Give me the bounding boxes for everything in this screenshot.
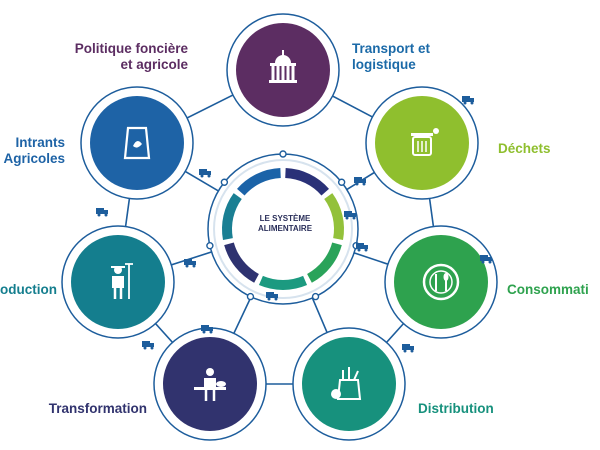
- label-transport: Transport et logistique: [352, 41, 430, 73]
- link-dot: [220, 178, 229, 186]
- center-ring-segment: [222, 193, 242, 240]
- truck-icon: [96, 208, 108, 217]
- node-consommation: [384, 225, 498, 339]
- center-ring-segment: [324, 193, 344, 240]
- center-core: [235, 181, 331, 277]
- label-production-line1: oduction: [0, 282, 57, 297]
- waste-bin-icon: [411, 128, 439, 156]
- link-dot: [279, 150, 287, 158]
- label-distribution: Distribution: [418, 401, 494, 417]
- truck-icon: [344, 211, 356, 220]
- label-consommation-line1: Consommati: [507, 282, 589, 297]
- label-politique-line2: et agricole: [120, 57, 188, 72]
- node-dechets: [365, 86, 479, 200]
- center-ring-segment: [258, 275, 308, 290]
- link-dot: [246, 292, 255, 301]
- link-dot: [311, 292, 320, 301]
- truck-icon: [142, 341, 154, 350]
- node-intrants: [80, 86, 194, 200]
- center-title: LE SYSTÈME ALIMENTAIRE: [240, 214, 330, 234]
- label-distribution-line1: Distribution: [418, 401, 494, 416]
- node-politique: [226, 13, 340, 127]
- truck-icon: [184, 259, 196, 268]
- label-politique: Politique foncière et agricole: [75, 41, 188, 73]
- node-disc: [302, 337, 396, 431]
- node-disc: [394, 235, 488, 329]
- label-intrants-line1: Intrants: [15, 135, 65, 150]
- center-ring-segment: [285, 168, 329, 196]
- label-transport-line2: logistique: [352, 57, 416, 72]
- truck-icons: [96, 96, 492, 353]
- truck-icon: [462, 96, 474, 105]
- label-intrants-line2: Agricoles: [3, 151, 65, 166]
- truck-icon: [266, 292, 278, 301]
- link-dot: [337, 178, 346, 186]
- label-dechets: Déchets: [498, 141, 551, 157]
- government-building-icon: [269, 50, 297, 83]
- plate-cutlery-icon: [422, 263, 460, 301]
- label-transformation-line1: Transformation: [48, 401, 147, 416]
- label-dechets-line1: Déchets: [498, 141, 551, 156]
- truck-icon: [356, 243, 368, 252]
- truck-icon: [201, 325, 213, 334]
- node-distribution: [292, 327, 406, 441]
- truck-icon: [480, 255, 492, 264]
- label-transport-line1: Transport et: [352, 41, 431, 56]
- center-title-line1: LE SYSTÈME: [259, 214, 311, 223]
- center-ring-segment: [237, 168, 281, 196]
- grocery-bag-icon: [331, 367, 362, 400]
- link-dot: [206, 241, 214, 250]
- label-transformation: Transformation: [49, 401, 147, 417]
- center-ring-segment: [306, 242, 342, 283]
- center-title-line2: ALIMENTAIRE: [257, 224, 313, 233]
- label-intrants: Intrants Agricoles: [3, 135, 65, 167]
- label-politique-line1: Politique foncière: [74, 41, 188, 56]
- center-ring-segment: [224, 242, 260, 283]
- truck-icon: [354, 177, 366, 186]
- label-production: oduction: [0, 282, 57, 298]
- fertilizer-sack-icon: [123, 126, 151, 160]
- center-ring: [207, 153, 359, 305]
- farmer-icon: [111, 263, 133, 299]
- food-worker-icon: [194, 368, 226, 401]
- truck-icon: [199, 169, 211, 178]
- label-consommation: Consommati: [507, 282, 589, 298]
- truck-icon: [402, 344, 414, 353]
- node-production: [61, 225, 175, 339]
- node-transformation: [153, 327, 267, 441]
- node-circles: [61, 13, 498, 441]
